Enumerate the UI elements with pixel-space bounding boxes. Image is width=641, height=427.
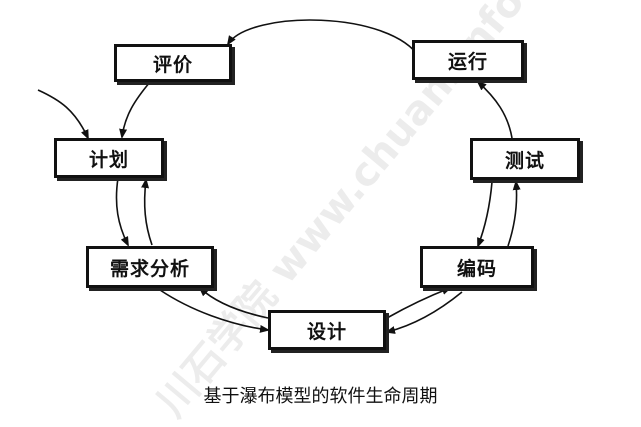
connector-design-to-requirements: [198, 286, 269, 319]
connector-evaluation-to-planning: [119, 81, 151, 139]
node-operation: 运行: [412, 40, 524, 80]
connector-planning-to-requirements: [115, 177, 129, 247]
node-requirements: 需求分析: [86, 246, 214, 288]
node-evaluation-label: 评价: [152, 53, 193, 76]
connector-requirements-to-planning: [141, 178, 153, 246]
connector-coding-to-testing: [507, 180, 521, 247]
node-design-label: 设计: [306, 320, 347, 343]
node-coding-label: 编码: [456, 257, 497, 280]
connector-coding-to-design: [385, 291, 463, 334]
connector-design-to-coding: [386, 287, 452, 319]
node-coding: 编码: [420, 246, 534, 288]
node-design: 设计: [268, 310, 386, 350]
connector-testing-to-operation: [476, 80, 513, 139]
lifecycle-diagram: 川石学院 www.chuansinfo.com: [37, 0, 603, 426]
node-planning-label: 计划: [88, 148, 129, 171]
connector-entry-to-planning: [37, 89, 89, 140]
connector-operation-to-evaluation: [226, 19, 421, 59]
node-testing-label: 测试: [504, 149, 545, 172]
cycle-connectors: [37, 19, 521, 334]
node-evaluation: 评价: [114, 44, 232, 82]
node-operation-label: 运行: [447, 50, 488, 73]
node-planning: 计划: [54, 138, 164, 178]
node-testing: 测试: [470, 138, 580, 180]
diagram-caption: 基于瀑布模型的软件生命周期: [203, 386, 438, 407]
node-requirements-label: 需求分析: [109, 257, 190, 280]
connector-requirements-to-design: [159, 289, 270, 333]
connector-testing-to-coding: [477, 181, 493, 248]
